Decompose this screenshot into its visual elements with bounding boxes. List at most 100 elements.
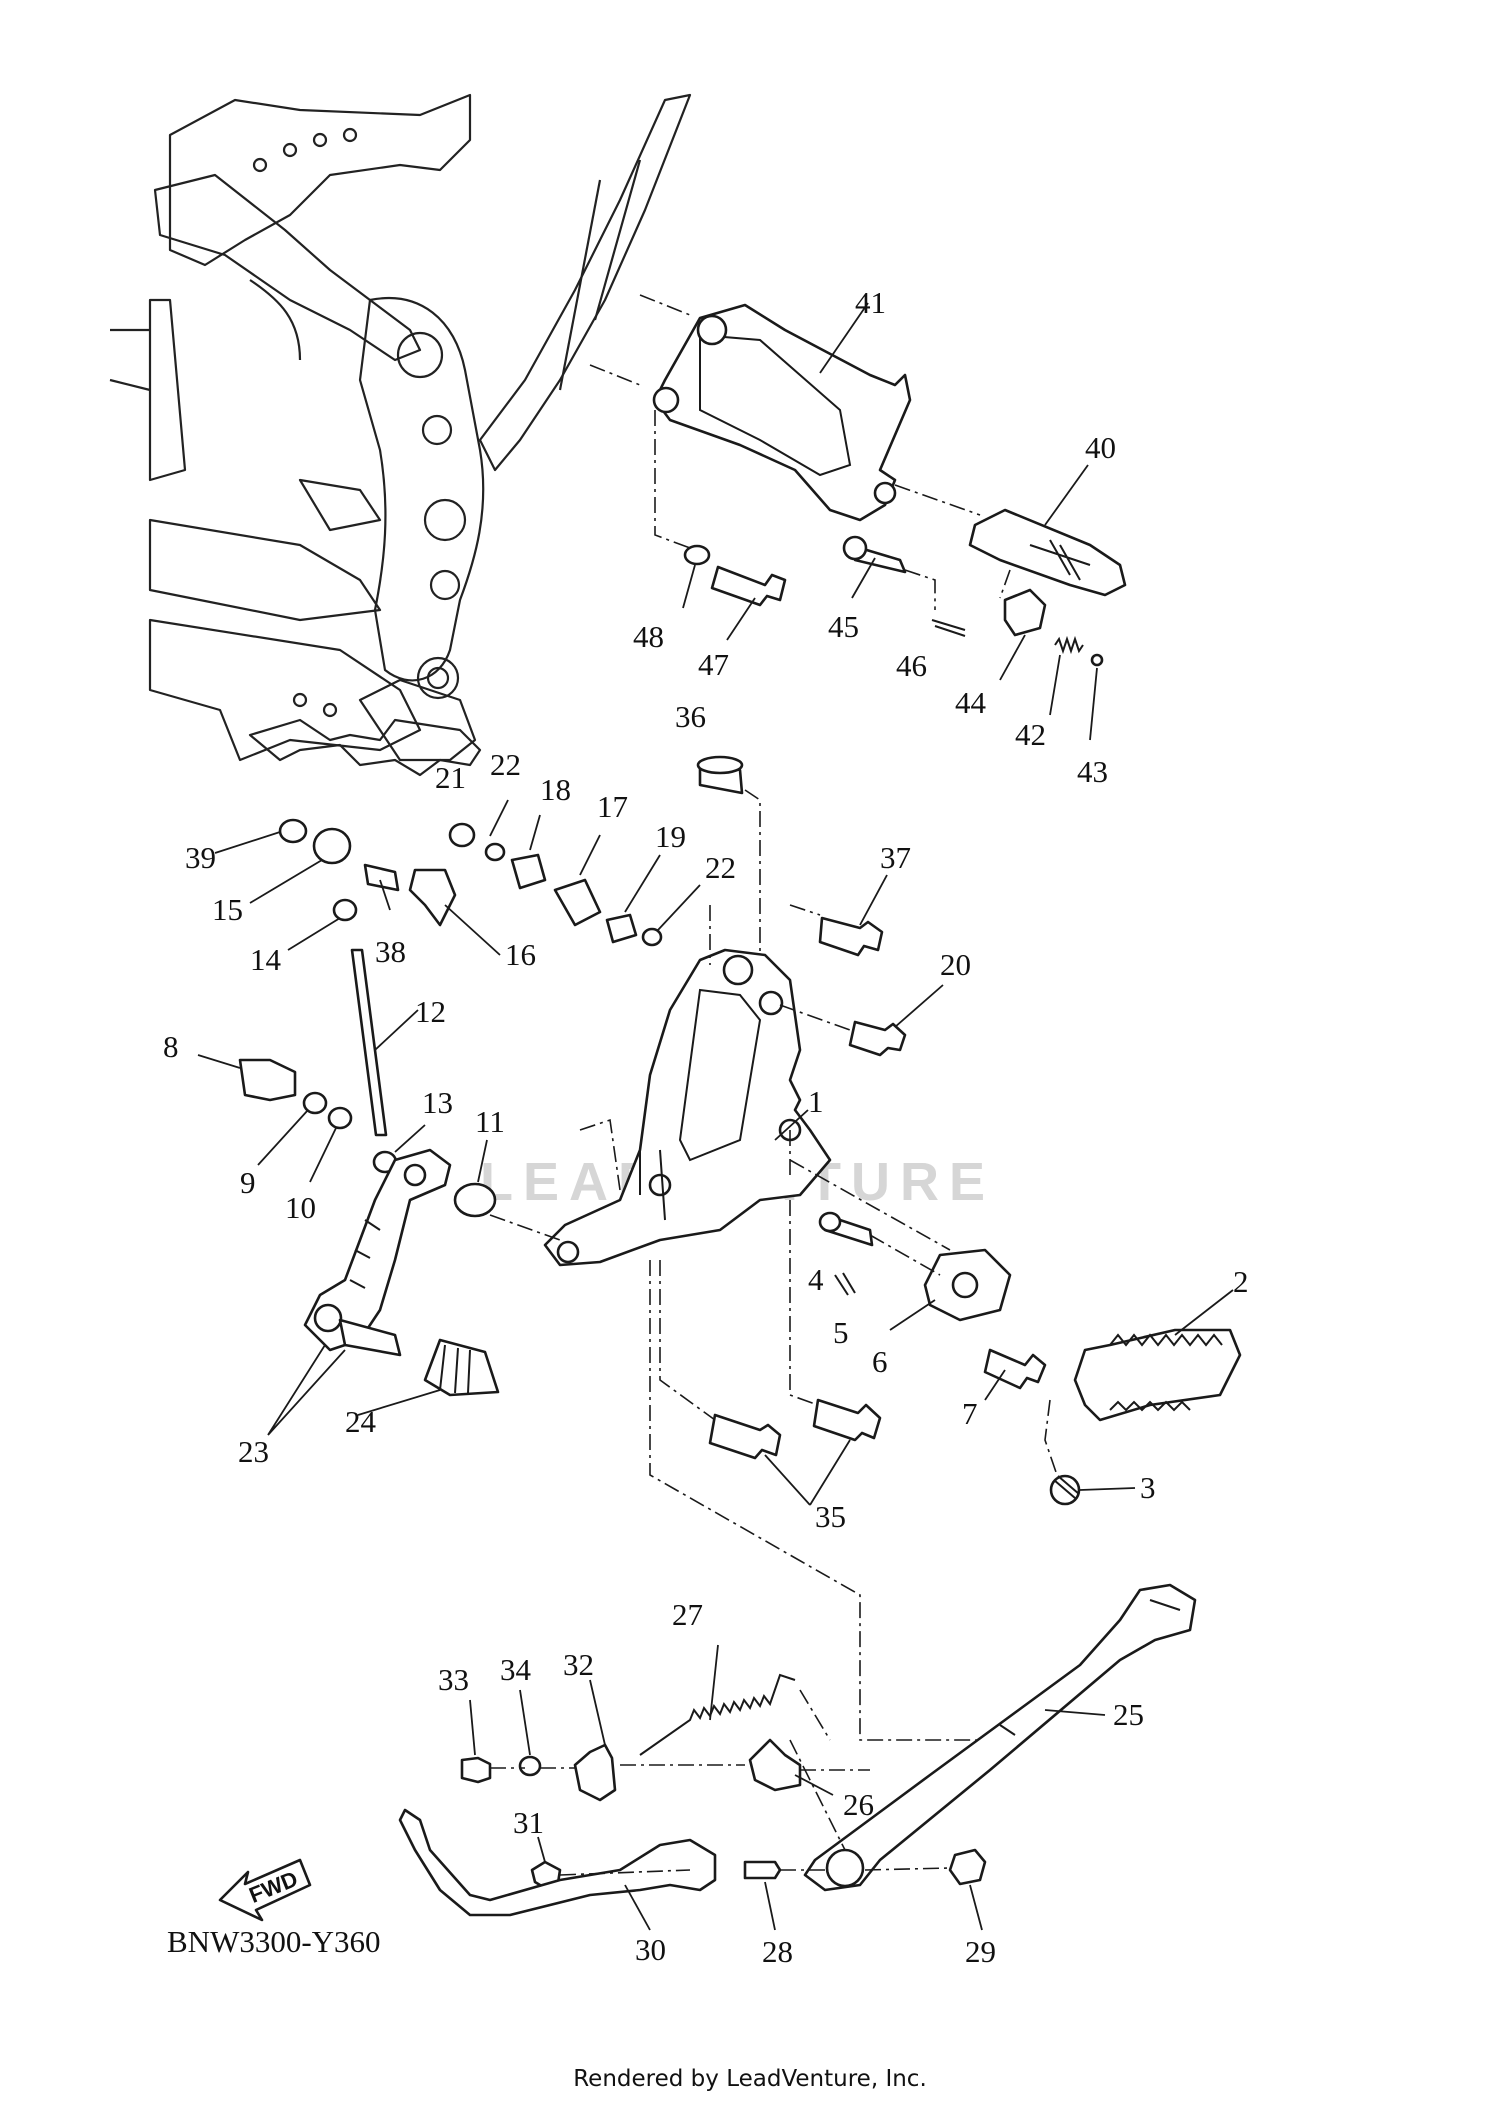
washer-10: [327, 1106, 353, 1130]
sidestand: [803, 1583, 1197, 1892]
callout-1: 1: [808, 1084, 824, 1119]
shift-pedal-rubber: [423, 1338, 500, 1397]
bolt-33: [460, 1756, 492, 1784]
guide-line: [649, 1260, 1010, 1741]
bolt-8: [238, 1058, 297, 1102]
callout-32: 32: [563, 1647, 594, 1682]
nut-29: [948, 1848, 987, 1886]
guide-line: [579, 1118, 621, 1191]
callout-29: 29: [965, 1934, 996, 1969]
bracket-26: [748, 1738, 802, 1792]
callout-39: 39: [185, 840, 216, 875]
washer-34: [518, 1755, 542, 1777]
ball-43: [1090, 653, 1104, 667]
callout-48: 48: [633, 619, 664, 654]
guide-line: [589, 364, 641, 386]
callout-33: 33: [438, 1662, 469, 1697]
callout-7: 7: [962, 1396, 978, 1431]
bolt-7: [983, 1348, 1047, 1390]
callout-numbers: 1 2 3 4 5 6 7 8 9 10 11 12 13 14 15 16 1…: [163, 285, 1249, 1969]
callout-31: 31: [513, 1805, 544, 1840]
callout-12: 12: [415, 994, 446, 1029]
guide-line: [559, 1869, 691, 1876]
callout-5: 5: [833, 1315, 849, 1350]
guide-line: [789, 904, 821, 916]
callout-23: 23: [238, 1434, 269, 1469]
callout-24: 24: [345, 1404, 377, 1439]
front-footrest-bracket: [543, 948, 832, 1267]
callout-27: 27: [672, 1597, 703, 1632]
bushing-18: [510, 853, 547, 890]
callout-22a: 22: [490, 747, 521, 782]
callout-18: 18: [540, 772, 571, 807]
callout-44: 44: [955, 685, 987, 720]
washer-48: [683, 544, 711, 566]
front-footrest-pin: [818, 1211, 874, 1247]
footer-credit: Rendered by LeadVenture, Inc.: [573, 2066, 927, 2092]
callout-46: 46: [896, 648, 927, 683]
ball-detent-plate: [1003, 588, 1047, 637]
callout-9: 9: [240, 1165, 256, 1200]
washer-9: [302, 1091, 328, 1115]
callout-2: 2: [1233, 1264, 1249, 1299]
callout-19: 19: [655, 819, 686, 854]
callout-22b: 22: [705, 850, 736, 885]
guide-line: [489, 1214, 561, 1241]
callout-15: 15: [212, 892, 243, 927]
callout-28: 28: [762, 1934, 793, 1969]
callout-20: 20: [940, 947, 971, 982]
guide-line: [999, 569, 1011, 599]
callout-37: 37: [880, 840, 911, 875]
guide-line: [869, 1234, 941, 1276]
rear-footrest-bracket: [652, 303, 912, 522]
callout-25: 25: [1113, 1697, 1144, 1732]
callout-45: 45: [828, 609, 859, 644]
fwd-arrow: FWD: [218, 1858, 312, 1922]
hook-32: [573, 1743, 617, 1802]
spring-27: [639, 1673, 796, 1756]
callout-10: 10: [285, 1190, 316, 1225]
callout-14: 14: [250, 942, 282, 977]
collar-17: [553, 878, 602, 927]
shift-lever: [303, 1148, 452, 1357]
bolt-47: [710, 565, 787, 607]
callout-47: 47: [698, 647, 729, 682]
screw-28: [743, 1860, 782, 1880]
footrest-bracket-6: [923, 1248, 1012, 1322]
guide-line: [654, 410, 691, 549]
spring-3: [1049, 1474, 1081, 1506]
callout-13: 13: [422, 1085, 453, 1120]
guide-line: [639, 294, 691, 316]
sleeve-19: [605, 913, 638, 944]
callout-11: 11: [475, 1104, 505, 1139]
callout-4: 4: [808, 1262, 824, 1297]
bolt-37: [818, 916, 884, 957]
callout-40: 40: [1085, 430, 1116, 465]
callout-35: 35: [815, 1499, 846, 1534]
guide-line: [659, 1260, 716, 1421]
callout-42: 42: [1015, 717, 1046, 752]
guide-line: [789, 1739, 846, 1851]
washer-39: [278, 818, 308, 844]
rod-end-15: [312, 827, 352, 865]
bolt-35-left: [708, 1413, 782, 1460]
guide-line: [864, 1867, 951, 1871]
washer-11: [453, 1182, 497, 1218]
switch-30: [398, 1808, 717, 1917]
frame-section: [109, 93, 692, 777]
guide-line: [744, 789, 761, 955]
sleeve-36: [696, 755, 744, 795]
callout-38: 38: [375, 934, 406, 969]
diagram-code: BNW3300-Y360: [167, 1924, 381, 1959]
callout-41: 41: [855, 285, 886, 320]
guide-line: [799, 1689, 831, 1741]
bolt-20: [848, 1020, 907, 1057]
bolt-38: [363, 863, 400, 892]
rod-end-16: [408, 868, 457, 927]
nut-21: [448, 822, 476, 848]
callout-43: 43: [1077, 754, 1108, 789]
cotter-pin-46: [931, 619, 966, 637]
footrest-2: [1073, 1328, 1242, 1422]
callout-30: 30: [635, 1932, 666, 1967]
